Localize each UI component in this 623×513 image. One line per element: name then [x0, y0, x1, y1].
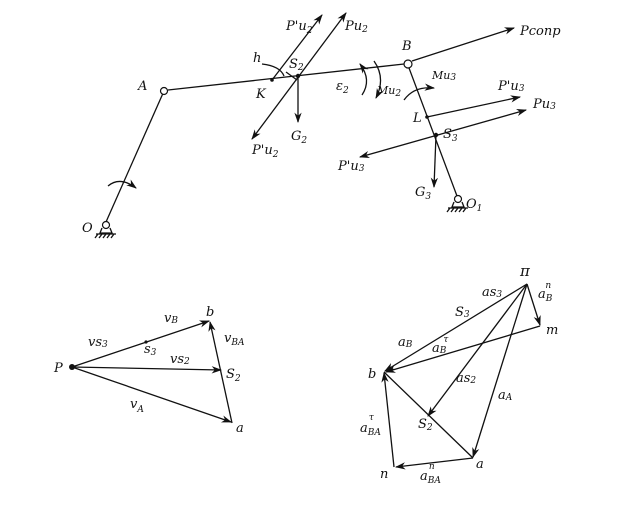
label-vBA: vBA	[224, 331, 245, 348]
label-as3: as3	[482, 285, 502, 300]
label-Pu2: Pu2	[344, 19, 368, 35]
label-S2: S2	[289, 57, 304, 73]
label-as2: as2	[456, 371, 476, 386]
label-a: a	[236, 421, 244, 436]
force-pu3p-top-arrow	[426, 95, 522, 118]
pole-P	[69, 364, 75, 370]
vector-vS2	[71, 366, 223, 374]
label-Pu2p-bottom: P'u2	[251, 143, 279, 160]
point-L	[425, 115, 429, 119]
label-aB: aB	[398, 335, 413, 350]
acceleration-plan: π m b a n S3 S2 as3 aBn aB aBτ as2 aA aB…	[360, 262, 558, 486]
link-AB	[167, 63, 405, 91]
label-Pu3p-top: P'u3	[497, 79, 525, 94]
vector-aA	[472, 283, 528, 458]
label-O1: O1	[466, 197, 482, 214]
label-h: h	[253, 51, 261, 66]
label-P: P	[53, 361, 63, 376]
vector-aB	[384, 283, 528, 372]
label-m: m	[546, 323, 558, 338]
label-aBn: aBn	[538, 281, 553, 304]
vector-aBAt	[381, 371, 395, 468]
vector-aBn	[526, 283, 541, 326]
velocity-plan: P b a s3 S2 vs3 vB vBA vs2 vA	[53, 305, 245, 436]
vector-aBt	[385, 325, 541, 373]
point-K	[270, 78, 274, 82]
label-vS2: vs2	[170, 352, 190, 367]
label-O: O	[82, 221, 93, 236]
label-Mu2: Mu2	[376, 84, 401, 99]
label-Pcomp: Pсопр	[519, 24, 561, 39]
label-B: B	[401, 39, 412, 54]
label-b: b	[368, 367, 376, 382]
label-eps2: ε2	[336, 79, 349, 96]
point-S2	[295, 73, 301, 79]
label-s2: S2	[226, 367, 241, 384]
label-S3: S3	[443, 127, 458, 144]
label-s3: S3	[455, 305, 470, 320]
point-S3	[433, 132, 439, 138]
vector-vBA	[208, 320, 233, 424]
crank-rotation-arrow	[107, 179, 137, 189]
line-ba	[383, 371, 474, 459]
vector-vB	[71, 320, 210, 368]
label-s2: S2	[418, 417, 433, 433]
label-aA: aA	[498, 388, 513, 403]
label-L: L	[412, 111, 422, 126]
arm-h	[285, 71, 298, 81]
label-G2: G2	[291, 129, 307, 146]
mu2-arc-arrow	[373, 60, 384, 99]
label-aBAn: aBAn	[420, 462, 441, 486]
vector-vA	[71, 366, 232, 423]
label-a: a	[476, 457, 484, 472]
vector-as2	[427, 283, 528, 417]
label-s3: s3	[144, 342, 157, 358]
ground-support-O1	[446, 194, 468, 213]
label-aBAt: aBAτ	[360, 413, 381, 438]
label-b: b	[206, 305, 214, 320]
mechanism: A B O O1 K L h S2 S3 Pu2 P'u2 P'u2 G2 G3…	[82, 12, 561, 239]
force-pcomp-arrow	[411, 27, 515, 62]
label-Pu2p-top: P'u2	[285, 19, 313, 36]
label-A: A	[137, 79, 147, 94]
label-pi: π	[519, 262, 531, 280]
force-pu3-line	[358, 109, 528, 158]
link-OA	[105, 90, 165, 223]
force-pu2p-top-arrow	[271, 14, 323, 81]
label-vB: vB	[164, 311, 178, 326]
mu3-arc-arrow	[403, 83, 436, 101]
joint-A	[159, 86, 169, 96]
vector-aBAn	[394, 457, 474, 470]
ground-support-O	[94, 220, 116, 239]
label-K: K	[255, 87, 267, 102]
label-G3: G3	[415, 185, 431, 202]
weight-g3-arrow	[430, 134, 438, 189]
arm-h-leader	[261, 63, 285, 77]
label-aBt: aBτ	[432, 335, 449, 356]
label-Pu3p-bottom: P'u3	[337, 159, 365, 174]
joint-B	[403, 59, 413, 69]
label-Pu3: Pu3	[532, 97, 556, 112]
label-n: n	[380, 467, 388, 482]
eps2-arc-arrow	[359, 63, 369, 96]
label-vA: vA	[130, 397, 144, 415]
label-vS3: vs3	[88, 335, 108, 350]
point-s3	[144, 340, 148, 344]
label-Mu3: Mu3	[431, 69, 456, 83]
